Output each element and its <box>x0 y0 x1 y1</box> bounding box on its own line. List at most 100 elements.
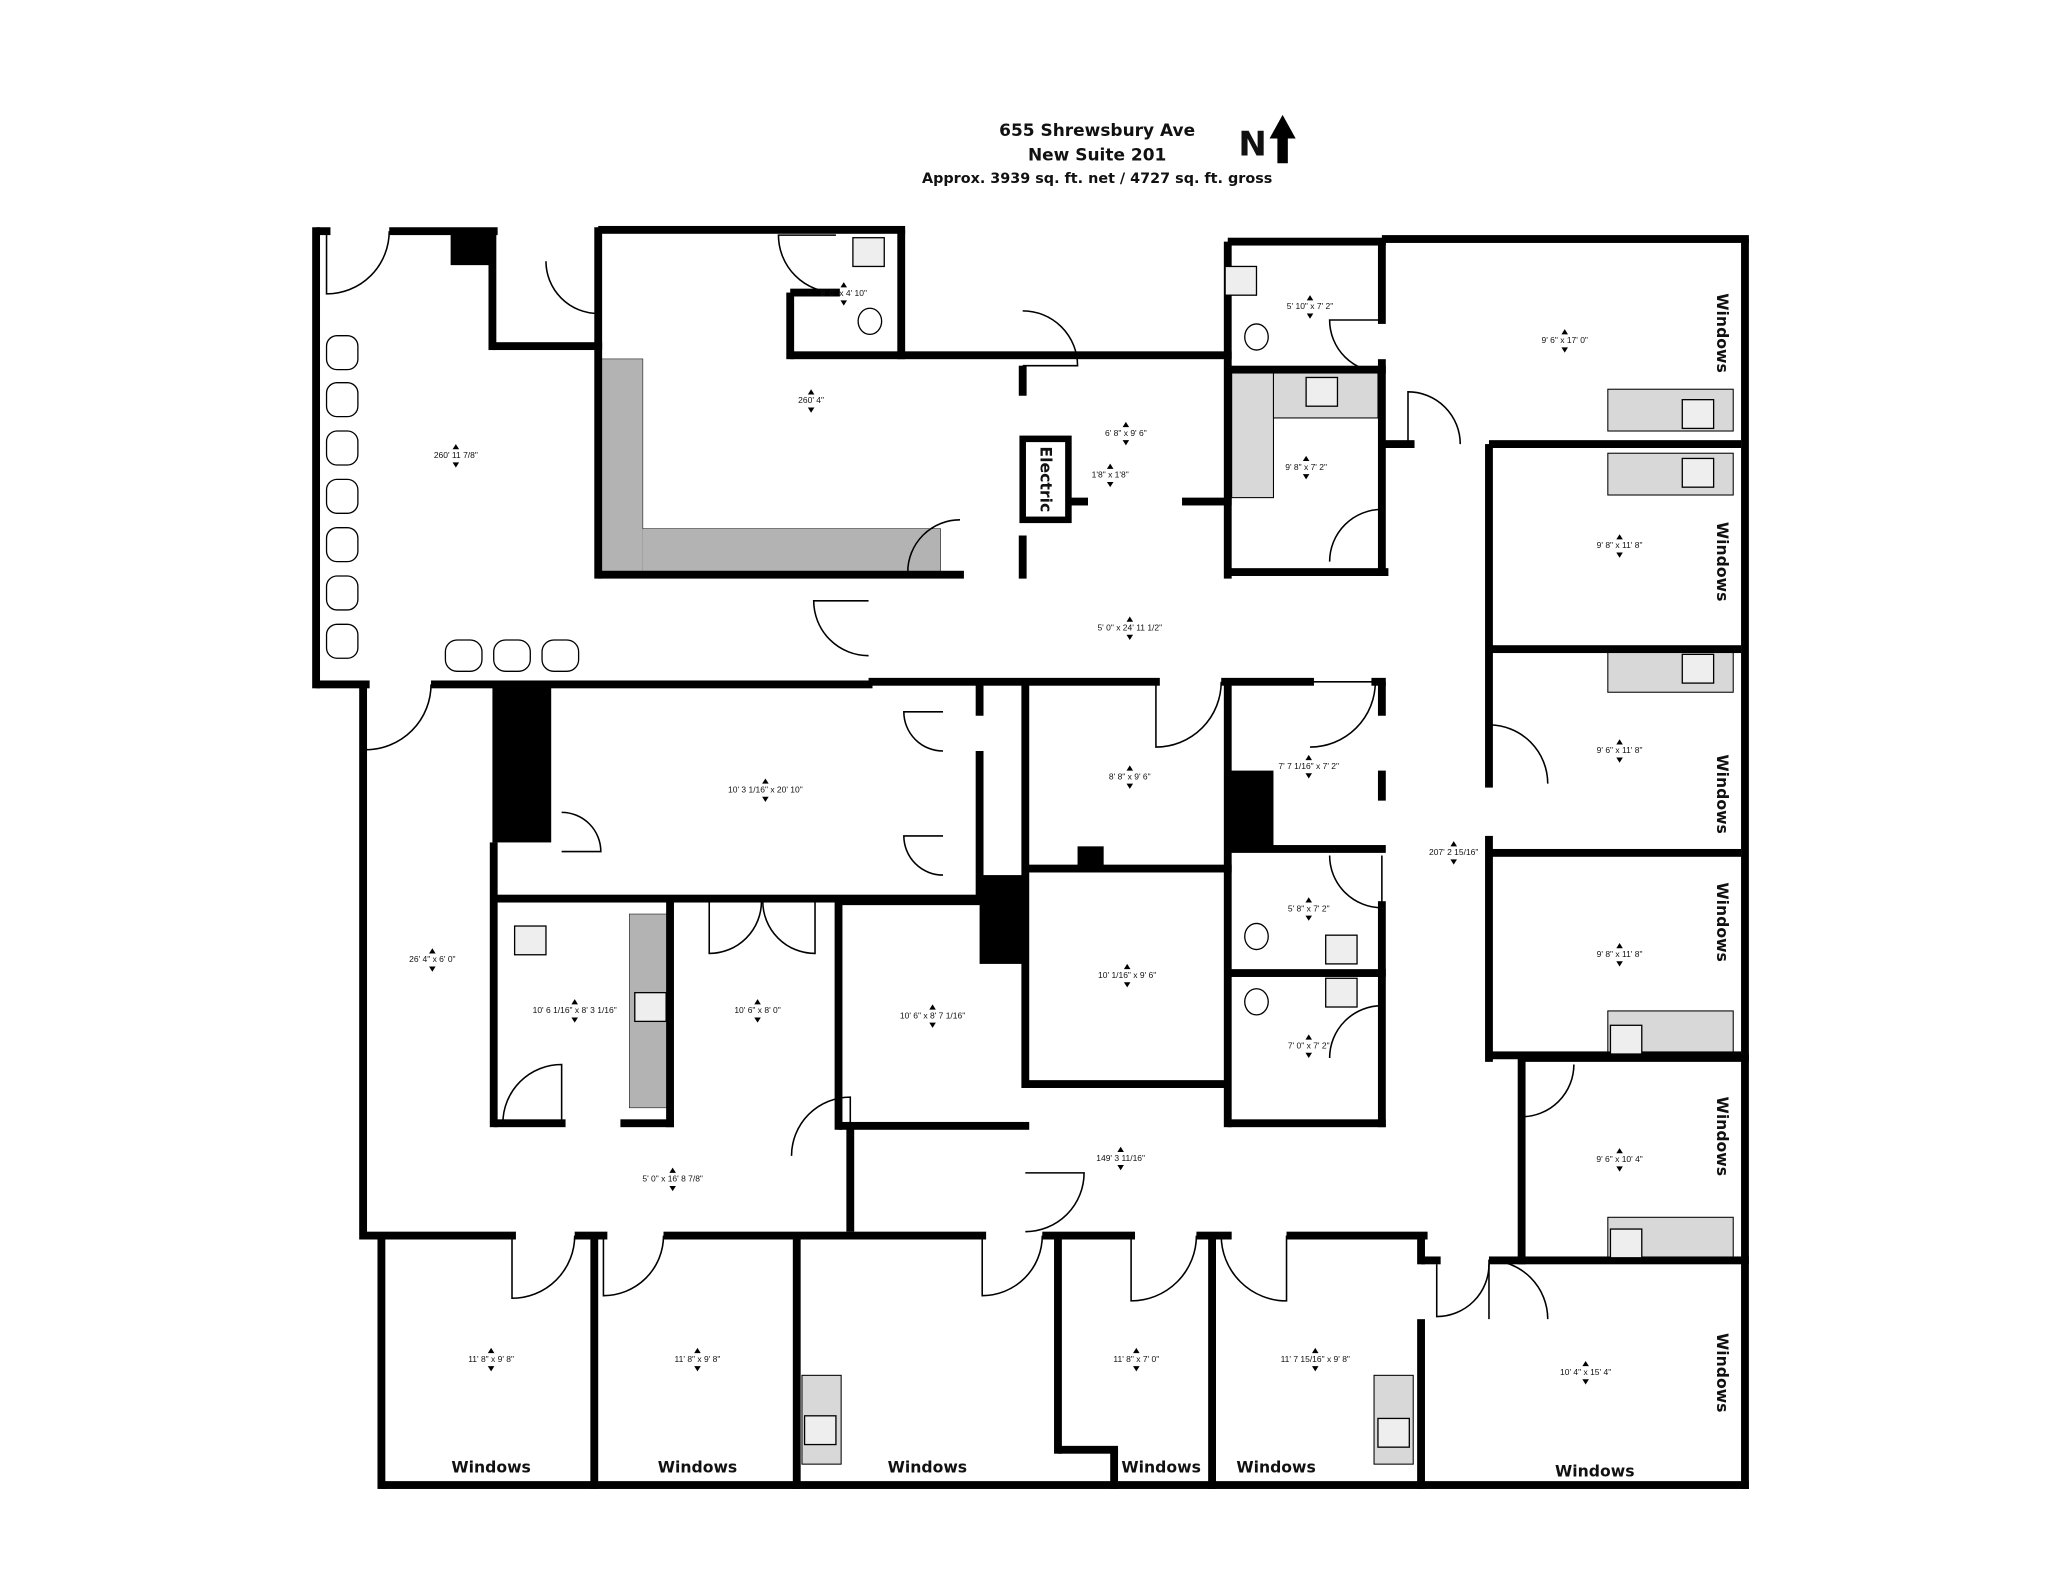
toilet-icon <box>1244 323 1269 351</box>
arrow-down-icon <box>1305 773 1312 779</box>
door-swing <box>545 261 599 315</box>
room-dimension: 10' 6" x 8' 0" <box>734 999 781 1023</box>
door-swing <box>903 711 944 752</box>
room-dimension-text: 1'8" x 1'8" <box>1092 470 1129 480</box>
arrow-down-icon <box>571 1017 578 1023</box>
chair-icon <box>493 639 531 672</box>
windows-label: Windows <box>888 1458 968 1477</box>
arrow-down-icon <box>1306 313 1314 319</box>
door-swing <box>1310 681 1377 748</box>
suite-title: New Suite 201 <box>1028 146 1166 166</box>
wall <box>1227 365 1386 374</box>
door-swing <box>1435 1264 1490 1318</box>
arrow-up-icon <box>1126 765 1134 771</box>
sink-icon <box>1325 977 1358 1008</box>
arrow-up-icon <box>452 444 460 450</box>
arrow-down-icon <box>1616 552 1623 558</box>
arrow-up-icon <box>1616 943 1623 949</box>
door-swing <box>364 684 432 751</box>
room-dimension: 207' 2 15/16" <box>1429 841 1478 865</box>
door-swing <box>602 1235 665 1297</box>
arrow-down-icon <box>754 1017 761 1023</box>
wall <box>1227 845 1386 853</box>
wall <box>1377 359 1386 576</box>
wall <box>359 684 368 1240</box>
room-dimension: 9' 8" x 11' 8" <box>1597 943 1642 967</box>
wall <box>1488 848 1742 857</box>
arrow-up-icon <box>1311 1347 1319 1354</box>
arrow-up-icon <box>762 778 769 784</box>
door-swing <box>511 1235 576 1300</box>
counter <box>1607 452 1734 496</box>
wall <box>834 901 843 1130</box>
arrow-down-icon <box>1106 481 1114 488</box>
chair-icon <box>325 575 359 611</box>
arrow-up-icon <box>840 282 848 288</box>
room-dimension-text: 10' 6 1/16" x 8' 3 1/16" <box>533 1005 617 1015</box>
room-dimensions: 260' 11 7/8"260' 4"8' 0" x 4' 10"6' 8" x… <box>409 282 1643 1385</box>
room-dimension-text: 5' 8" x 7' 2" <box>1288 903 1330 913</box>
fixtures <box>325 237 1715 1448</box>
wall <box>1417 1235 1425 1265</box>
electric-closet <box>1019 435 1072 524</box>
room-dimension: 9' 6" x 17' 0" <box>1542 329 1588 353</box>
sink-icon <box>1681 653 1715 684</box>
arrow-down-icon <box>1126 634 1134 640</box>
door-swing <box>325 231 391 295</box>
door-swing <box>1328 855 1383 909</box>
wall <box>975 751 984 903</box>
wall <box>1741 239 1749 1489</box>
door-swing <box>1155 681 1223 748</box>
wall <box>620 1119 674 1128</box>
room-dimension: 6' 8" x 9' 6" <box>1105 421 1147 446</box>
wall <box>431 680 873 689</box>
wall <box>1227 1119 1386 1128</box>
arrow-down-icon <box>669 1185 676 1192</box>
wall <box>316 227 331 236</box>
arrow-up-icon <box>1306 295 1314 301</box>
room-dimension-text: 10' 4" x 15' 4" <box>1560 1367 1611 1377</box>
wall <box>897 229 906 360</box>
toilet-icon <box>857 307 883 336</box>
arrow-up-icon <box>1305 897 1312 903</box>
room-dimension-text: 8' 8" x 9' 6" <box>1109 771 1151 781</box>
room-dimension: 11' 7 15/16" x 9' 8" <box>1281 1347 1350 1372</box>
windows-label: Windows <box>658 1458 738 1477</box>
arrow-down-icon <box>1133 1366 1140 1372</box>
door-swing <box>903 835 944 876</box>
room-dimension-text: 5' 10" x 7' 2" <box>1287 301 1333 311</box>
door-swing <box>906 519 961 573</box>
sink-icon <box>1224 265 1258 296</box>
room-dimension-text: 10' 6" x 8' 7 1/16" <box>900 1010 965 1020</box>
wall <box>489 842 498 1128</box>
door-swing <box>1488 724 1549 784</box>
room-dimension: 5' 0" x 24' 11 1/2" <box>1097 616 1162 640</box>
wall <box>790 351 1232 360</box>
room-dimension: 11' 8" x 9' 8" <box>675 1347 720 1372</box>
room-dimension: 26' 4" x 6' 0" <box>409 948 456 972</box>
sink-icon <box>1305 376 1339 407</box>
room-dimension-text: 9' 6" x 17' 0" <box>1542 335 1588 345</box>
arrow-down-icon <box>840 300 848 306</box>
arrow-down-icon <box>1122 440 1130 446</box>
wall <box>1182 497 1232 506</box>
counters <box>600 358 1734 1465</box>
arrow-up-icon <box>1106 463 1114 469</box>
door-swing <box>1407 391 1462 445</box>
arrow-down-icon <box>1450 859 1457 865</box>
arrow-down-icon <box>807 407 815 413</box>
arrow-down-icon <box>1311 1366 1319 1372</box>
arrow-down-icon <box>1123 982 1131 988</box>
sink-icon <box>513 925 547 956</box>
windows-label: Windows <box>1713 882 1732 962</box>
arrow-up-icon <box>1126 616 1134 622</box>
windows-label: Windows <box>1713 293 1732 373</box>
arrow-up-icon <box>929 1004 936 1010</box>
room-dimension: 8' 8" x 9' 6" <box>1109 765 1151 789</box>
sink-icon <box>1681 399 1715 430</box>
chair-icon <box>444 639 483 672</box>
wall <box>493 1119 566 1128</box>
wall <box>1042 1231 1136 1240</box>
arrow-up-icon <box>1123 963 1131 970</box>
doors <box>325 231 1575 1320</box>
